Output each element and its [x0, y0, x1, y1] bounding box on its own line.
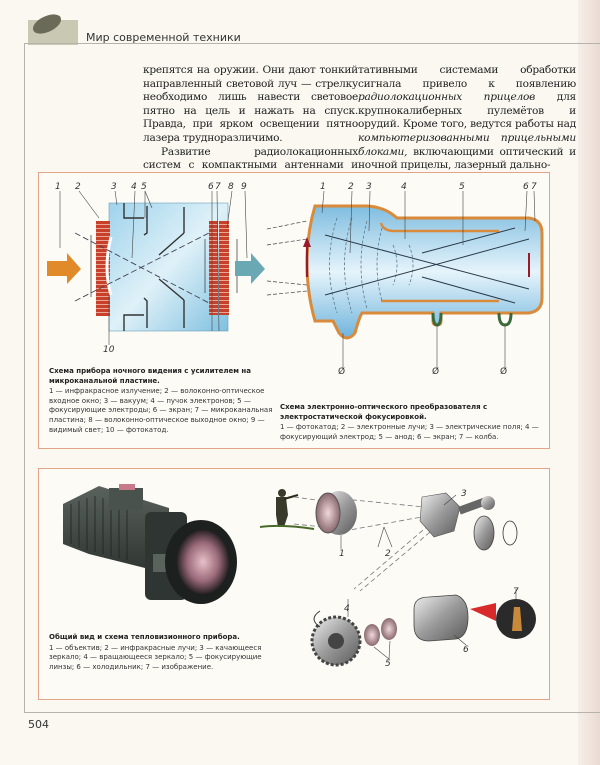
label-4: 4: [131, 182, 137, 192]
rotating-mirror-gear-icon: [310, 615, 362, 667]
emphasis-term: радиолокационных прицелов: [358, 91, 536, 104]
ground-symbol-icon: Ø: [338, 367, 346, 377]
ground-symbol-icon: Ø: [500, 367, 508, 377]
infrared-input-arrow-icon: [47, 253, 81, 284]
label-1: 1: [320, 182, 326, 192]
paragraph: тативными системами обработки сигнала пр…: [358, 64, 576, 172]
image-converter-schematic: [266, 190, 544, 369]
label-2: 2: [75, 182, 81, 192]
label-10: 10: [103, 345, 115, 355]
label-6: 6: [523, 182, 529, 192]
figure-box-top: 1 2 3 4 5 6 7 8 9 10 Схема прибора ночно…: [38, 172, 550, 449]
paragraph: Развитие радиолокационных систем с компа…: [143, 145, 358, 185]
figure3-caption: Общий вид и схема тепловизионного прибор…: [49, 633, 269, 672]
caption-body: 1 — инфракрасное излучение; 2 — волоконн…: [49, 387, 273, 434]
thermal-camera-photo: [63, 484, 237, 604]
caption-title: Схема электронно-оптического преобразова…: [280, 403, 488, 421]
label-5: 5: [385, 659, 391, 669]
figure1-caption: Схема прибора ночного видения с усилител…: [49, 367, 281, 435]
paragraph: крепятся на оружии. Они дают тонкий напр…: [143, 64, 358, 144]
emphasis-term: компьютеризованными прицельными блоками,: [358, 131, 576, 158]
label-2: 2: [348, 182, 354, 192]
label-7: 7: [531, 182, 537, 192]
caption-title: Схема прибора ночного видения с усилител…: [49, 367, 251, 385]
label-6: 6: [208, 182, 214, 192]
night-vision-schematic: [47, 190, 265, 345]
label-4: 4: [401, 182, 407, 192]
label-2: 2: [385, 549, 391, 559]
label-3: 3: [461, 489, 467, 499]
content-frame: [24, 43, 600, 713]
upward-arrow-icon: [303, 237, 311, 247]
text-column-left: крепятся на оружии. Они дают тонкий напр…: [143, 64, 358, 186]
label-3: 3: [111, 182, 117, 192]
page-binding-edge: [578, 0, 600, 765]
label-4: 4: [344, 604, 350, 614]
label-6: 6: [463, 645, 469, 655]
ground-symbol-icon: Ø: [432, 367, 440, 377]
soldier-target-icon: [276, 489, 299, 527]
red-pointer-arrow-icon: [470, 603, 496, 621]
thermal-imager-schematic: [259, 489, 536, 667]
figure-box-bottom: 1 2 3 4 5 6 7 Общий вид и схема тепловиз…: [38, 468, 550, 700]
caption-body: 1 — объектив; 2 — инфракрасные лучи; 3 —…: [49, 643, 262, 671]
label-1: 1: [339, 549, 345, 559]
label-7: 7: [513, 587, 519, 597]
label-7: 7: [215, 182, 221, 192]
label-3: 3: [366, 182, 372, 192]
caption-body: 1 — фотокатод; 2 — электронные лучи; 3 —…: [280, 423, 539, 441]
page-number: 504: [28, 718, 49, 731]
figure2-caption: Схема электронно-оптического преобразова…: [280, 403, 550, 442]
label-5: 5: [141, 182, 147, 192]
label-8: 8: [228, 182, 234, 192]
section-title: Мир современной техники: [86, 31, 241, 44]
label-9: 9: [241, 182, 247, 192]
caption-title: Общий вид и схема тепловизионного прибор…: [49, 633, 240, 641]
visible-light-output-arrow-icon: [235, 253, 265, 284]
leaf-emblem-icon: [28, 11, 78, 45]
label-1: 1: [55, 182, 61, 192]
text-column-right: тативными системами обработки сигнала пр…: [358, 64, 576, 173]
label-5: 5: [459, 182, 465, 192]
